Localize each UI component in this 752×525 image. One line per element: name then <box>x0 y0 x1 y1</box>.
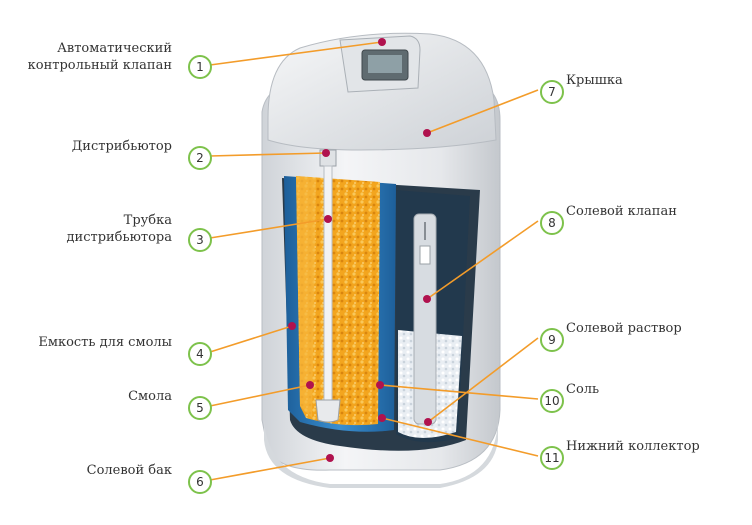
marker-dot-5 <box>306 381 314 389</box>
callout-label-8: Солевой клапан <box>566 203 677 220</box>
top-cover <box>267 32 497 151</box>
callout-badge-7: 7 <box>540 80 564 104</box>
marker-dot-10 <box>376 381 384 389</box>
callout-label-4: Емкость для смолы <box>38 334 172 351</box>
leader-line-5 <box>209 384 311 407</box>
callout-badge-8: 8 <box>540 211 564 235</box>
leader-line-6 <box>209 457 331 481</box>
callout-badge-4: 4 <box>188 342 212 366</box>
callout-badge-1: 1 <box>188 55 212 79</box>
marker-dot-8 <box>423 295 431 303</box>
callout-label-1-line: контрольный клапан <box>27 58 172 73</box>
callout-badge-11: 11 <box>540 446 564 470</box>
callout-badge-5: 5 <box>188 396 212 420</box>
callout-badge-6: 6 <box>188 470 212 494</box>
leader-line-10 <box>379 384 539 400</box>
callout-label-4-line: Емкость для смолы <box>38 335 172 350</box>
marker-dot-9 <box>424 418 432 426</box>
marker-dot-1 <box>378 38 386 46</box>
leader-lines <box>209 41 539 481</box>
callout-label-2: Дистрибьютор <box>72 138 172 155</box>
marker-dots <box>288 38 432 462</box>
resin-tank <box>284 176 396 432</box>
leader-line-1 <box>209 41 383 66</box>
leader-line-9 <box>427 337 539 423</box>
callout-badge-9: 9 <box>540 328 564 352</box>
callout-label-3-line: Трубка <box>123 213 172 228</box>
callout-label-7-line: Крышка <box>566 73 623 88</box>
callout-label-8-line: Солевой клапан <box>566 204 677 219</box>
callout-label-3: Трубка дистрибьютора <box>67 212 172 246</box>
leader-line-7 <box>426 89 539 134</box>
marker-dot-2 <box>322 149 330 157</box>
callout-badge-2: 2 <box>188 146 212 170</box>
leader-line-3 <box>209 218 329 239</box>
brine-valve <box>413 213 437 425</box>
callout-label-6-line: Солевой бак <box>86 463 172 478</box>
callout-label-11: Нижний коллектор <box>566 438 700 455</box>
callout-badge-3: 3 <box>188 228 212 252</box>
callout-label-5-line: Смола <box>128 389 172 404</box>
callout-label-1: Автоматический контрольный клапан <box>28 40 172 74</box>
callout-label-9: Солевой раствор <box>566 320 682 337</box>
distributor-tube <box>315 149 341 423</box>
leader-line-11 <box>381 417 539 457</box>
callout-label-11-line: Нижний коллектор <box>566 439 700 454</box>
callout-label-10: Соль <box>566 381 599 398</box>
marker-dot-3 <box>324 215 332 223</box>
marker-dot-7 <box>423 129 431 137</box>
callout-label-3-line: дистрибьютора <box>66 230 172 245</box>
callout-label-5: Смола <box>128 388 172 405</box>
leader-line-8 <box>426 220 539 300</box>
marker-dot-11 <box>378 414 386 422</box>
callout-label-6: Солевой бак <box>87 462 172 479</box>
callout-label-2-line: Дистрибьютор <box>71 139 172 154</box>
callout-label-9-line: Солевой раствор <box>566 321 682 336</box>
leader-line-2 <box>209 152 327 157</box>
marker-dot-6 <box>326 454 334 462</box>
marker-dot-4 <box>288 322 296 330</box>
callout-label-7: Крышка <box>566 72 623 89</box>
callout-label-10-line: Соль <box>566 382 600 397</box>
callout-label-1-line: Автоматический <box>57 41 172 56</box>
leader-line-4 <box>209 325 293 353</box>
callout-badge-10: 10 <box>540 389 564 413</box>
